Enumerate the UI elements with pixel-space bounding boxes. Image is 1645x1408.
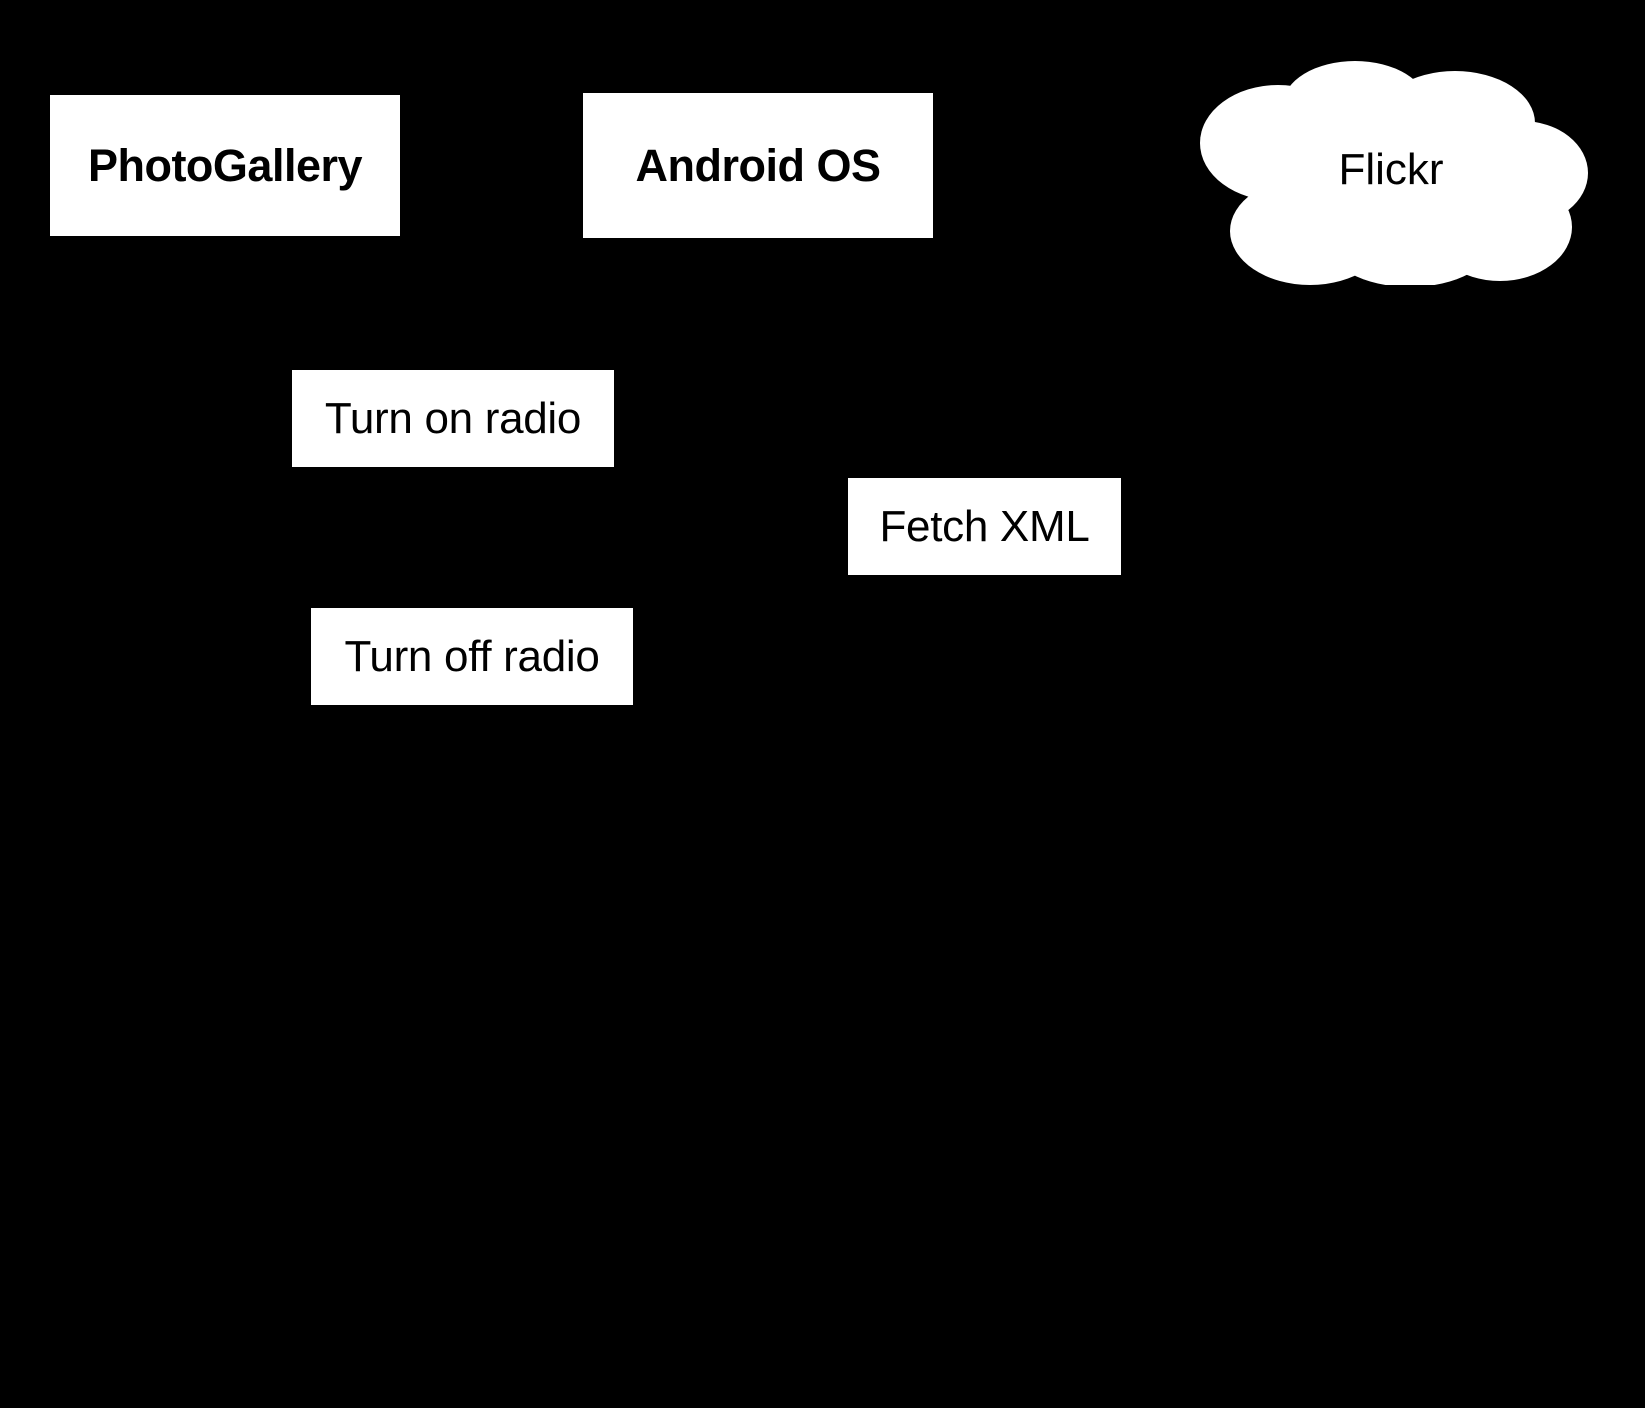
message-label-turn-off-radio: Turn off radio [311,608,633,705]
message-label-fetch-xml: Fetch XML [848,478,1121,575]
participant-photogallery[interactable]: PhotoGallery [50,95,400,236]
lifeline-flickr [1340,285,1343,1345]
participant-android-os[interactable]: Android OS [583,93,933,238]
participant-flickr-label: Flickr [1338,145,1444,194]
message-arrowhead-turn-off-radio [741,648,757,666]
participant-flickr-label-wrap: Flickr [1170,55,1590,285]
message-label-fetch-xml-text: Fetch XML [879,501,1090,551]
message-label-turn-off-radio-text: Turn off radio [344,631,600,681]
message-label-turn-on-radio-text: Turn on radio [324,393,582,443]
message-arrowhead-fetch-xml [1324,518,1340,536]
participant-photogallery-label: PhotoGallery [87,139,363,191]
message-arrowhead-turn-on-radio [741,410,757,428]
participant-flickr[interactable]: Flickr [1170,55,1590,285]
lifeline-photogallery [224,236,227,1346]
lifeline-androidos [757,238,760,1348]
participant-android-os-label: Android OS [635,139,881,191]
cloud-icon [1200,61,1588,285]
message-label-turn-on-radio: Turn on radio [292,370,614,467]
